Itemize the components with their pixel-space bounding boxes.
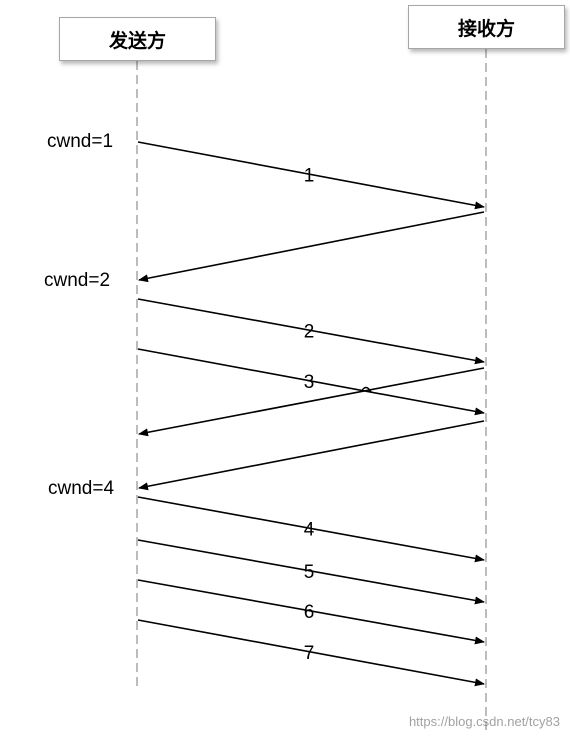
segment-arrow-1 xyxy=(137,141,485,210)
segment-arrow-7 xyxy=(137,619,485,687)
ack-arrow-2 xyxy=(138,367,485,437)
cwnd-label-1: cwnd=1 xyxy=(47,131,114,152)
receiver-label: 接收方 xyxy=(457,17,515,40)
sender-box: 发送方 xyxy=(59,17,216,61)
segment-arrow-2 xyxy=(137,298,485,365)
segment-arrow-6 xyxy=(137,579,485,645)
segment-label-3: 3 xyxy=(304,372,315,393)
segment-arrow-3 xyxy=(137,348,485,416)
ack-arrow-1 xyxy=(138,211,485,283)
segment-label-5: 5 xyxy=(304,562,315,583)
segment-arrow-4 xyxy=(137,496,485,563)
segment-label-2: 2 xyxy=(304,322,315,343)
segment-label-6: 6 xyxy=(304,602,315,623)
segment-label-4: 4 xyxy=(304,520,315,541)
watermark: https://blog.csdn.net/tcy83 xyxy=(408,714,560,729)
sender-label: 发送方 xyxy=(108,29,166,52)
cwnd-label-4: cwnd=4 xyxy=(48,478,115,499)
cwnd-label-2: cwnd=2 xyxy=(44,270,111,291)
segment-label-7: 7 xyxy=(304,643,315,664)
receiver-box: 接收方 xyxy=(408,5,565,49)
segment-arrow-5 xyxy=(137,539,485,605)
ack-arrow-3 xyxy=(138,420,485,491)
segment-label-1: 1 xyxy=(304,166,315,187)
crossing-hop xyxy=(360,386,372,393)
